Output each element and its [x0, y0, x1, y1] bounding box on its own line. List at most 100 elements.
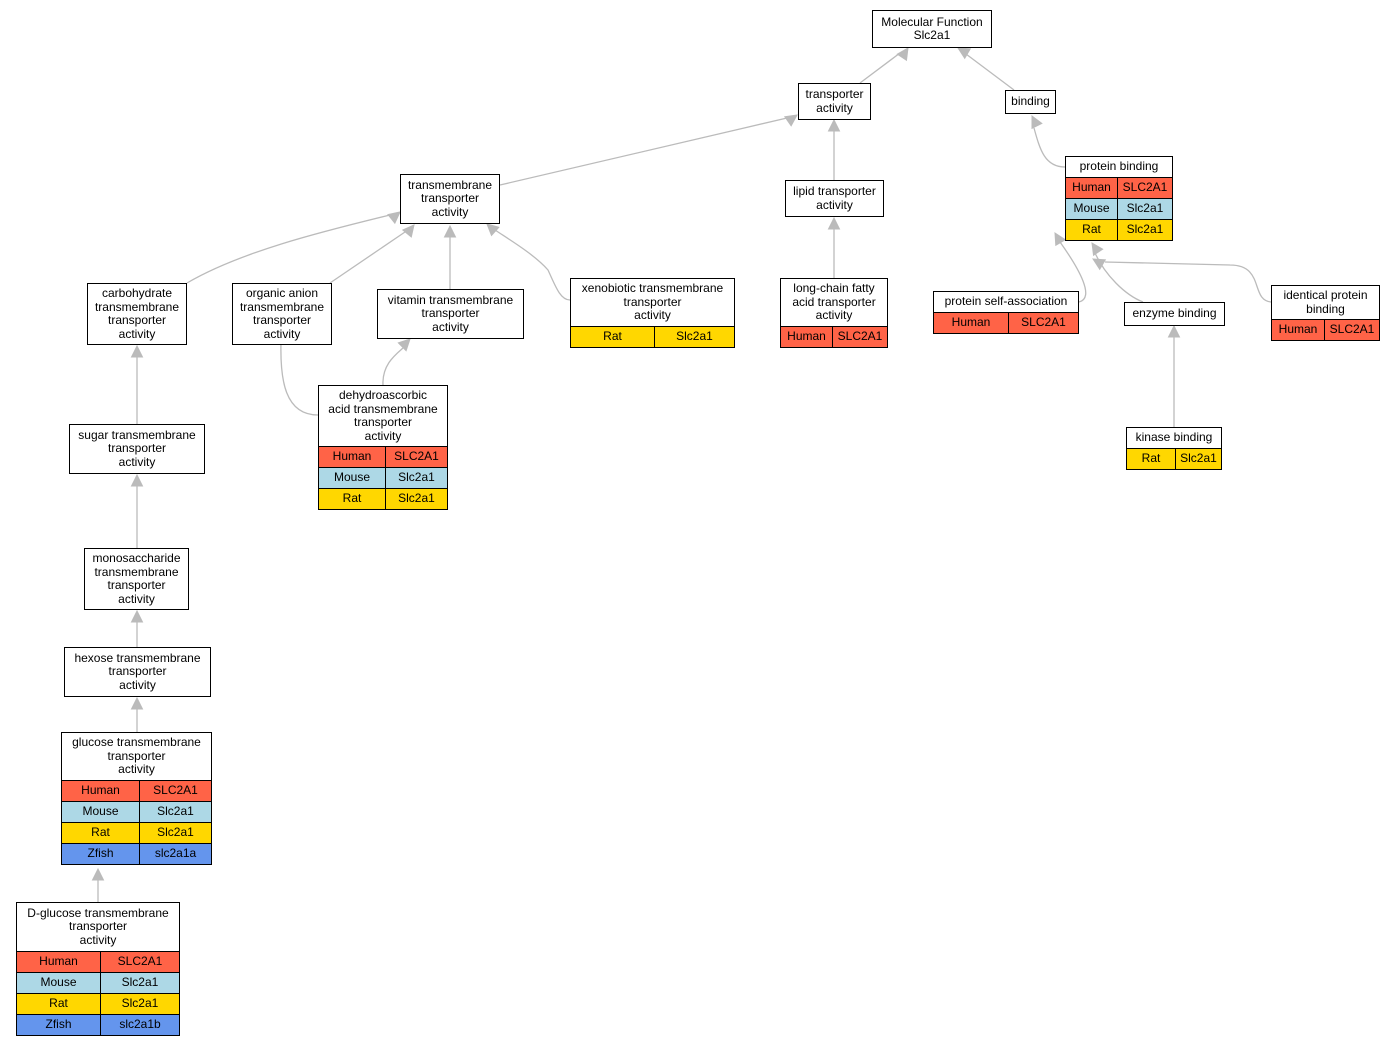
node-label-line: transporter: [421, 306, 480, 321]
species-row-human: Human SLC2A1: [319, 446, 447, 467]
node-label-line: transporter: [353, 415, 413, 429]
node-label: binding: [1006, 91, 1055, 113]
species-row-rat: Rat Slc2a1: [62, 822, 211, 843]
gene-symbol: Slc2a1: [1180, 451, 1217, 466]
node-label-line: transmembrane: [94, 564, 179, 579]
species-name: Mouse: [319, 468, 386, 488]
gene-symbol: slc2a1a: [154, 846, 197, 861]
node-label-line: transporter: [623, 294, 682, 309]
gene-symbol: Slc2a1: [398, 491, 435, 506]
species-name: Rat: [1066, 220, 1118, 240]
node-label-line: activity: [815, 308, 853, 323]
node-label-line: transporter: [107, 578, 166, 592]
node-label-line: sugar transmembrane: [78, 427, 196, 442]
node-label-line: D-glucose transmembrane: [27, 905, 169, 920]
gene-symbol: Slc2a1: [1126, 222, 1164, 237]
edge-organic-anion-transmembrane-to-transmembrane-transporter-activity: [329, 224, 415, 284]
species-name: Rat: [62, 823, 140, 843]
node-label-line: protein binding: [1079, 159, 1159, 174]
gene-symbol: SLC2A1: [1021, 315, 1066, 330]
edge-enzyme-binding-to-protein-binding: [1091, 242, 1144, 303]
species-name: Rat: [319, 489, 386, 509]
species-name: Rat: [571, 327, 655, 347]
edge-dehydroascorbic-acid-to-vitamin-transmembrane: [382, 338, 411, 386]
gene-symbol: SLC2A1: [394, 449, 439, 464]
node-label-line: binding: [1011, 94, 1050, 109]
node-label-line: long-chain fatty: [793, 281, 875, 296]
node-enzyme-binding[interactable]: enzyme binding: [1124, 302, 1225, 326]
species-name: Human: [319, 447, 386, 467]
node-label-line: activity: [816, 197, 853, 212]
gene-symbol: slc2a1b: [119, 1017, 161, 1032]
species-name: Rat: [1127, 449, 1176, 469]
edge-d-glucose-transmembrane-to-glucose-transmembrane: [91, 867, 105, 902]
node-label-line: transmembrane: [94, 299, 180, 314]
node-label-line: transporter: [107, 313, 167, 327]
species-name: Zfish: [17, 1015, 101, 1035]
gene-symbol: Slc2a1: [157, 825, 194, 840]
edge-kinase-binding-to-enzyme-binding: [1167, 324, 1181, 427]
node-label-line: transporter: [108, 664, 167, 679]
node-label-line: monosaccharide: [92, 551, 181, 565]
node-label: kinase binding: [1127, 428, 1221, 448]
species-name: Human: [781, 327, 833, 347]
species-name: Human: [1066, 178, 1118, 198]
node-label-line: transporter: [107, 441, 167, 456]
node-label-line: transmembrane: [239, 299, 325, 314]
edge-lipid-transporter-activity-to-transporter-activity: [827, 118, 841, 180]
species-name: Human: [934, 313, 1009, 333]
node-label-line: activity: [118, 591, 155, 606]
species-row-rat: Rat Slc2a1: [1127, 448, 1221, 469]
node-label-line: activity: [634, 308, 671, 323]
gene-symbol: SLC2A1: [837, 329, 883, 344]
species-name: Human: [17, 952, 101, 972]
edge-protein-binding-to-binding: [1031, 115, 1066, 168]
node-label-line: carbohydrate: [101, 286, 173, 300]
node-label: enzyme binding: [1125, 303, 1224, 325]
node-binding[interactable]: binding: [1005, 90, 1056, 114]
gene-symbol: Slc2a1: [1126, 201, 1164, 216]
node-label-line: hexose transmembrane: [74, 650, 201, 665]
node-label-line: protein self-association: [944, 294, 1068, 309]
species-name: Human: [1272, 320, 1325, 340]
node-label-line: transporter: [420, 191, 480, 206]
edge-long-chain-fatty-acid-to-lipid-transporter-activity: [827, 216, 841, 278]
node-label-line: transporter: [107, 748, 166, 763]
